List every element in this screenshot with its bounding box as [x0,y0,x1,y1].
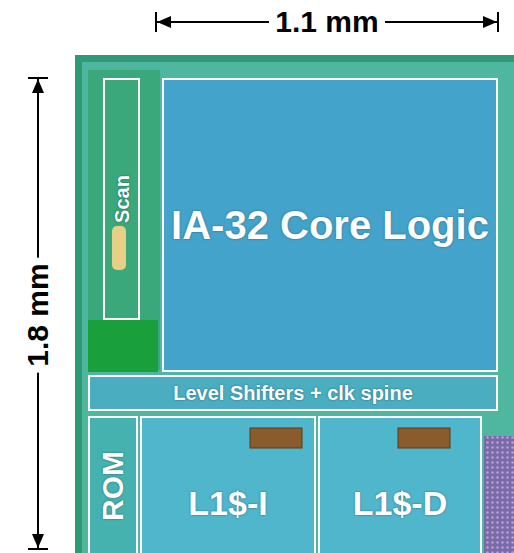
dimension-arrowhead [32,534,44,548]
brown-block [250,428,302,448]
dimension-arrowhead [157,16,171,28]
block-label: ROM [96,451,131,521]
icache-area [140,416,316,553]
pad-array [484,436,514,553]
core-area [162,78,498,372]
block-label: Scan [110,175,133,223]
scan-chain-box: Scan [103,78,140,320]
block-label: Level Shifters + clk spine [173,382,413,405]
block-label: L1$-D [353,484,447,523]
shifter-area [88,375,498,411]
rom-area [88,416,138,553]
dcache-area [318,416,482,553]
block-label: IA-32 Core Logic [171,202,489,248]
dimension-label: 1.8 mm [23,257,53,372]
dimension-arrowhead [32,79,44,93]
level-shifter-band: Level Shifters + clk spine [88,375,498,411]
green-block [88,320,158,372]
dimension-tick [28,77,48,79]
block-label: L1$-I [188,484,267,523]
dimension-tick [155,12,157,32]
dimension-tick [28,548,48,550]
dcache-box: L1$-D [318,416,482,553]
brown-block [398,428,450,448]
core-sheen [162,78,498,372]
dimension-tick [497,12,499,32]
scan-feature [112,226,126,270]
dimension-label: 1.1 mm [269,7,384,37]
die-edge [75,55,514,553]
rom-box: ROM [88,416,138,553]
icache-box: L1$-I [140,416,316,553]
core-logic-box: IA-32 Core Logic [162,78,498,372]
dimension-arrowhead [483,16,497,28]
die-ground [82,62,514,553]
